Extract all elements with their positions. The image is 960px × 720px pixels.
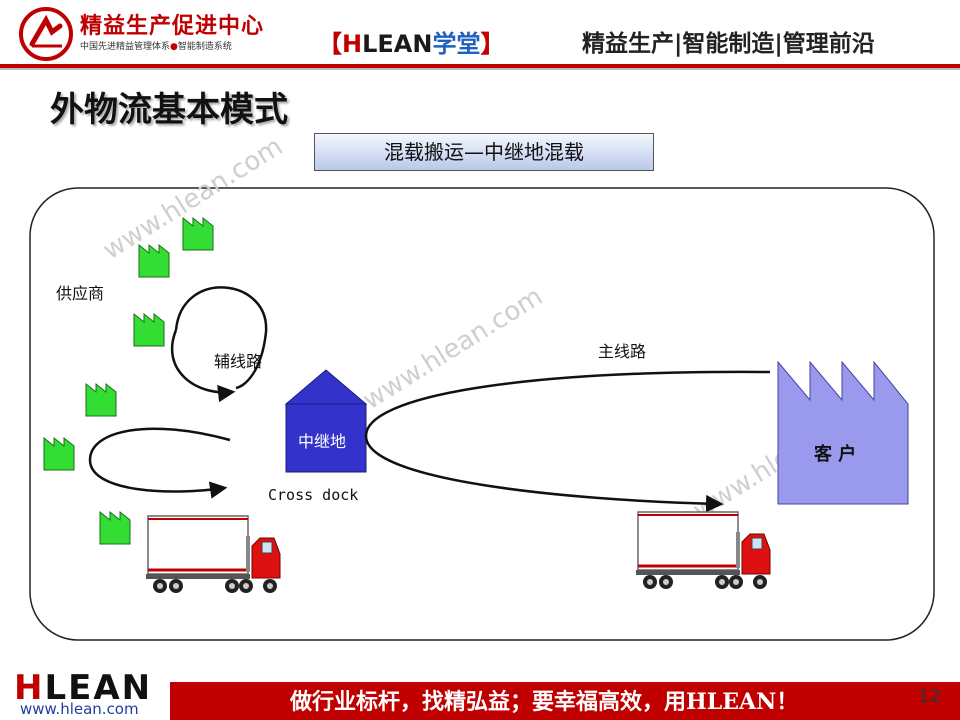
footer-slogan: 做行业标杆，找精弘益；要幸福高效，用HLEAN！ <box>290 684 798 716</box>
truck-icon <box>636 512 770 589</box>
customer-factory-icon <box>778 362 908 504</box>
feeder-route-upper <box>176 287 266 388</box>
main-route <box>366 372 770 504</box>
watermark-text: www.hlean.com <box>358 282 548 416</box>
page-number: 12 <box>918 686 941 707</box>
suppliers-label: 供应商 <box>56 280 104 304</box>
main-route-label: 主线路 <box>598 338 646 362</box>
footer-url: www.hlean.com <box>20 700 139 718</box>
supplier-factory-icon <box>134 314 164 346</box>
feeder-route-label: 辅线路 <box>214 348 262 372</box>
hub-roof <box>286 370 366 404</box>
supplier-factory-icon <box>44 438 74 470</box>
truck-icon <box>146 516 280 593</box>
feeder-route-lower <box>90 429 230 492</box>
supplier-factory-icon <box>183 218 213 250</box>
customer-label: 客 户 <box>814 440 856 466</box>
hub-label: 中继地 <box>298 428 346 452</box>
supplier-factory-icon <box>139 245 169 277</box>
supplier-factory-icon <box>86 384 116 416</box>
watermark-group: www.hlean.com www.hlean.com www.hlean.co… <box>98 132 878 526</box>
supplier-factory-icon <box>100 512 130 544</box>
cross-dock-label: Cross dock <box>268 486 358 504</box>
